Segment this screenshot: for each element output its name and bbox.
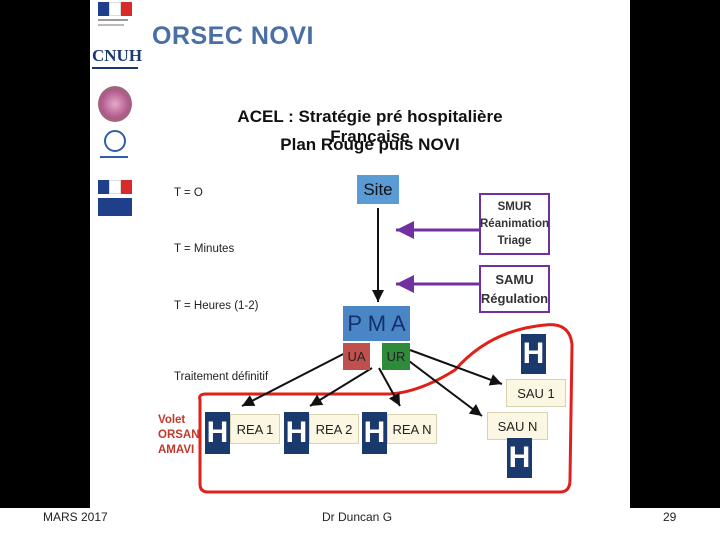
volet-label: Volet xyxy=(158,414,186,426)
ur-box: UR xyxy=(382,343,410,370)
hospital-icon-rea2: H xyxy=(284,412,309,454)
hospital-icon-saun: H xyxy=(507,438,532,478)
heading-line-1: ACEL : Stratégie pré hospitalière França… xyxy=(237,107,503,146)
arrow-to-saun xyxy=(404,357,483,417)
arrow-to-rea2 xyxy=(309,367,373,407)
heading-line-2: Plan Rouge puis NOVI xyxy=(280,135,460,154)
footer-date: MARS 2017 xyxy=(43,510,108,524)
smur-label: SMUR xyxy=(497,200,532,213)
timeline-traitement: Traitement définitif xyxy=(174,371,269,383)
smur-reanimation-label: Réanimation xyxy=(480,217,550,230)
left-black-band xyxy=(0,0,90,508)
slide-title: ORSEC NOVI xyxy=(152,22,314,50)
timeline-t0: T = O xyxy=(174,187,203,199)
rean-box: REA N xyxy=(387,414,437,444)
pma-box: P M A xyxy=(343,306,410,341)
smur-triage-label: Triage xyxy=(497,234,532,247)
cnuh-logo: CNUH xyxy=(92,46,143,76)
amavi-label: AMAVI xyxy=(158,444,195,456)
samu-regulation-label: Régulation xyxy=(480,291,549,306)
arrow-to-sau1 xyxy=(409,349,503,386)
hospital-icon-sau1: H xyxy=(521,334,546,374)
sau1-box: SAU 1 xyxy=(506,379,566,407)
ua-box: UA xyxy=(343,343,370,370)
volet-orsan-amavi-label: Volet ORSAN AMAVI xyxy=(158,413,200,458)
slide: CNUH ORSEC NOVI ACEL : Stratégie pré hos… xyxy=(90,0,630,508)
ministere-logo xyxy=(98,180,133,222)
hospital-icon-rea1: H xyxy=(205,412,230,454)
site-box: Site xyxy=(357,175,399,204)
samu-label: SAMU xyxy=(495,272,534,287)
arrow-to-rean xyxy=(378,367,401,407)
emblem-logo xyxy=(98,86,132,122)
arrow-to-rea1 xyxy=(241,347,356,407)
footer-page-number: 29 xyxy=(663,510,677,524)
timeline-minutes: T = Minutes xyxy=(174,243,235,255)
rea2-box: REA 2 xyxy=(309,414,359,444)
diagram-connectors xyxy=(198,208,574,494)
hospital-icon-rean: H xyxy=(362,412,387,454)
saun-box: SAU N xyxy=(487,412,548,440)
republique-francaise-logo xyxy=(98,2,133,38)
sante-logo xyxy=(100,130,130,164)
rea1-box: REA 1 xyxy=(230,414,280,444)
timeline-heures: T = Heures (1-2) xyxy=(174,300,259,312)
right-black-band xyxy=(630,0,720,508)
orsan-label: ORSAN xyxy=(158,429,200,441)
samu-box: SAMU Régulation xyxy=(479,265,550,313)
footer-author: Dr Duncan G xyxy=(322,510,393,524)
cnuh-text: CNUH xyxy=(92,46,143,65)
smur-box: SMUR Réanimation Triage xyxy=(479,193,550,255)
